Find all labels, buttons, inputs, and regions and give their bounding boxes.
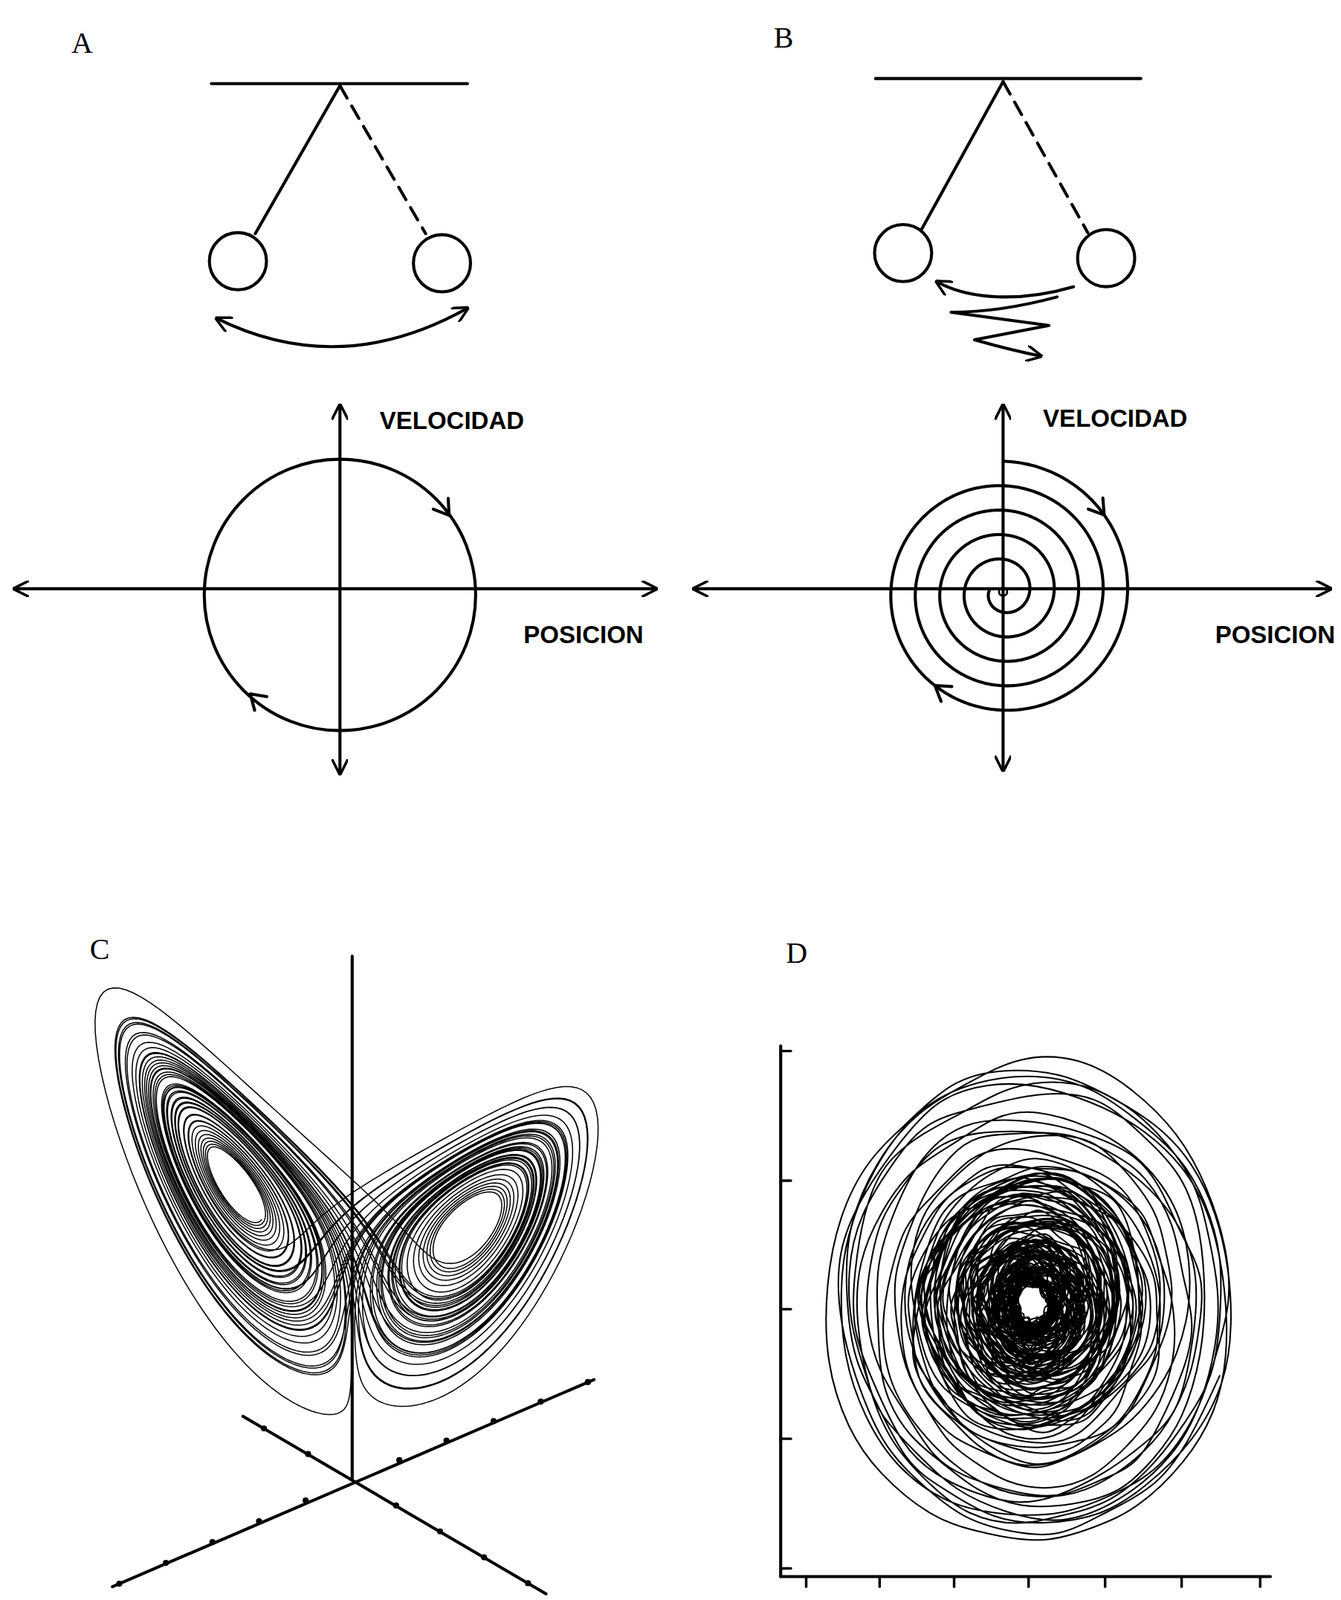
axis-tick bbox=[396, 1456, 403, 1463]
axis-tick bbox=[209, 1538, 216, 1545]
pendulum-rod bbox=[921, 81, 1004, 230]
axis-tick bbox=[393, 1502, 400, 1509]
axis-tick bbox=[443, 1436, 450, 1443]
axis-tick bbox=[524, 1579, 531, 1586]
pendulum-bob bbox=[413, 234, 471, 293]
axis-tick bbox=[585, 1378, 591, 1385]
pendulum-bob bbox=[209, 232, 267, 290]
direction-arrow bbox=[250, 693, 268, 710]
pendulum-rod-dashed bbox=[1002, 81, 1088, 233]
axis-ticks bbox=[780, 1051, 1260, 1588]
pendulum-rod-dashed bbox=[339, 85, 426, 234]
axis-label: VELOCIDAD bbox=[379, 408, 525, 433]
axis-x bbox=[112, 1379, 594, 1588]
axis-vertical bbox=[779, 1045, 783, 1577]
axis-tick bbox=[302, 1497, 309, 1504]
panel-letter: D bbox=[785, 938, 808, 968]
axis-tick bbox=[255, 1517, 262, 1524]
axis-tick bbox=[260, 1424, 267, 1431]
pendulum-bob bbox=[874, 224, 932, 282]
axis-tick bbox=[480, 1553, 487, 1560]
damped-swing-arrow bbox=[950, 296, 1058, 357]
axis-tick bbox=[304, 1451, 311, 1457]
position-axis bbox=[14, 587, 657, 591]
axis-tick bbox=[437, 1528, 444, 1535]
chaotic-trajectory bbox=[825, 1057, 1231, 1541]
axis-label: VELOCIDAD bbox=[1042, 405, 1188, 431]
damped-swing-arrow bbox=[936, 281, 1074, 298]
pendulum-bob bbox=[1077, 229, 1136, 287]
lorenz-attractor bbox=[95, 987, 599, 1415]
axis-tick bbox=[490, 1417, 497, 1424]
axis-y bbox=[243, 1416, 547, 1594]
swing-arrow bbox=[216, 307, 468, 347]
ceiling-line bbox=[875, 77, 1142, 81]
axis-tick bbox=[537, 1398, 544, 1405]
axis-label: POSICION bbox=[1215, 622, 1336, 647]
axis-tick bbox=[162, 1559, 169, 1566]
axis-horizontal bbox=[780, 1574, 1271, 1578]
fixed-point bbox=[999, 587, 1008, 597]
panel-letter: C bbox=[89, 934, 111, 965]
direction-arrow bbox=[433, 498, 449, 516]
direction-arrow bbox=[935, 685, 953, 701]
panel-letter: A bbox=[71, 28, 93, 58]
position-axis bbox=[694, 587, 1331, 591]
axis-label: POSICION bbox=[523, 622, 643, 647]
spiral-trajectory bbox=[890, 460, 1128, 710]
limit-cycle bbox=[204, 459, 476, 731]
axis-z bbox=[350, 955, 354, 1480]
direction-arrow bbox=[1088, 498, 1104, 516]
pendulum-rod bbox=[254, 85, 340, 234]
axis-tick bbox=[115, 1580, 122, 1587]
generated-curves bbox=[95, 460, 1231, 1587]
panel-letter: B bbox=[773, 23, 794, 53]
